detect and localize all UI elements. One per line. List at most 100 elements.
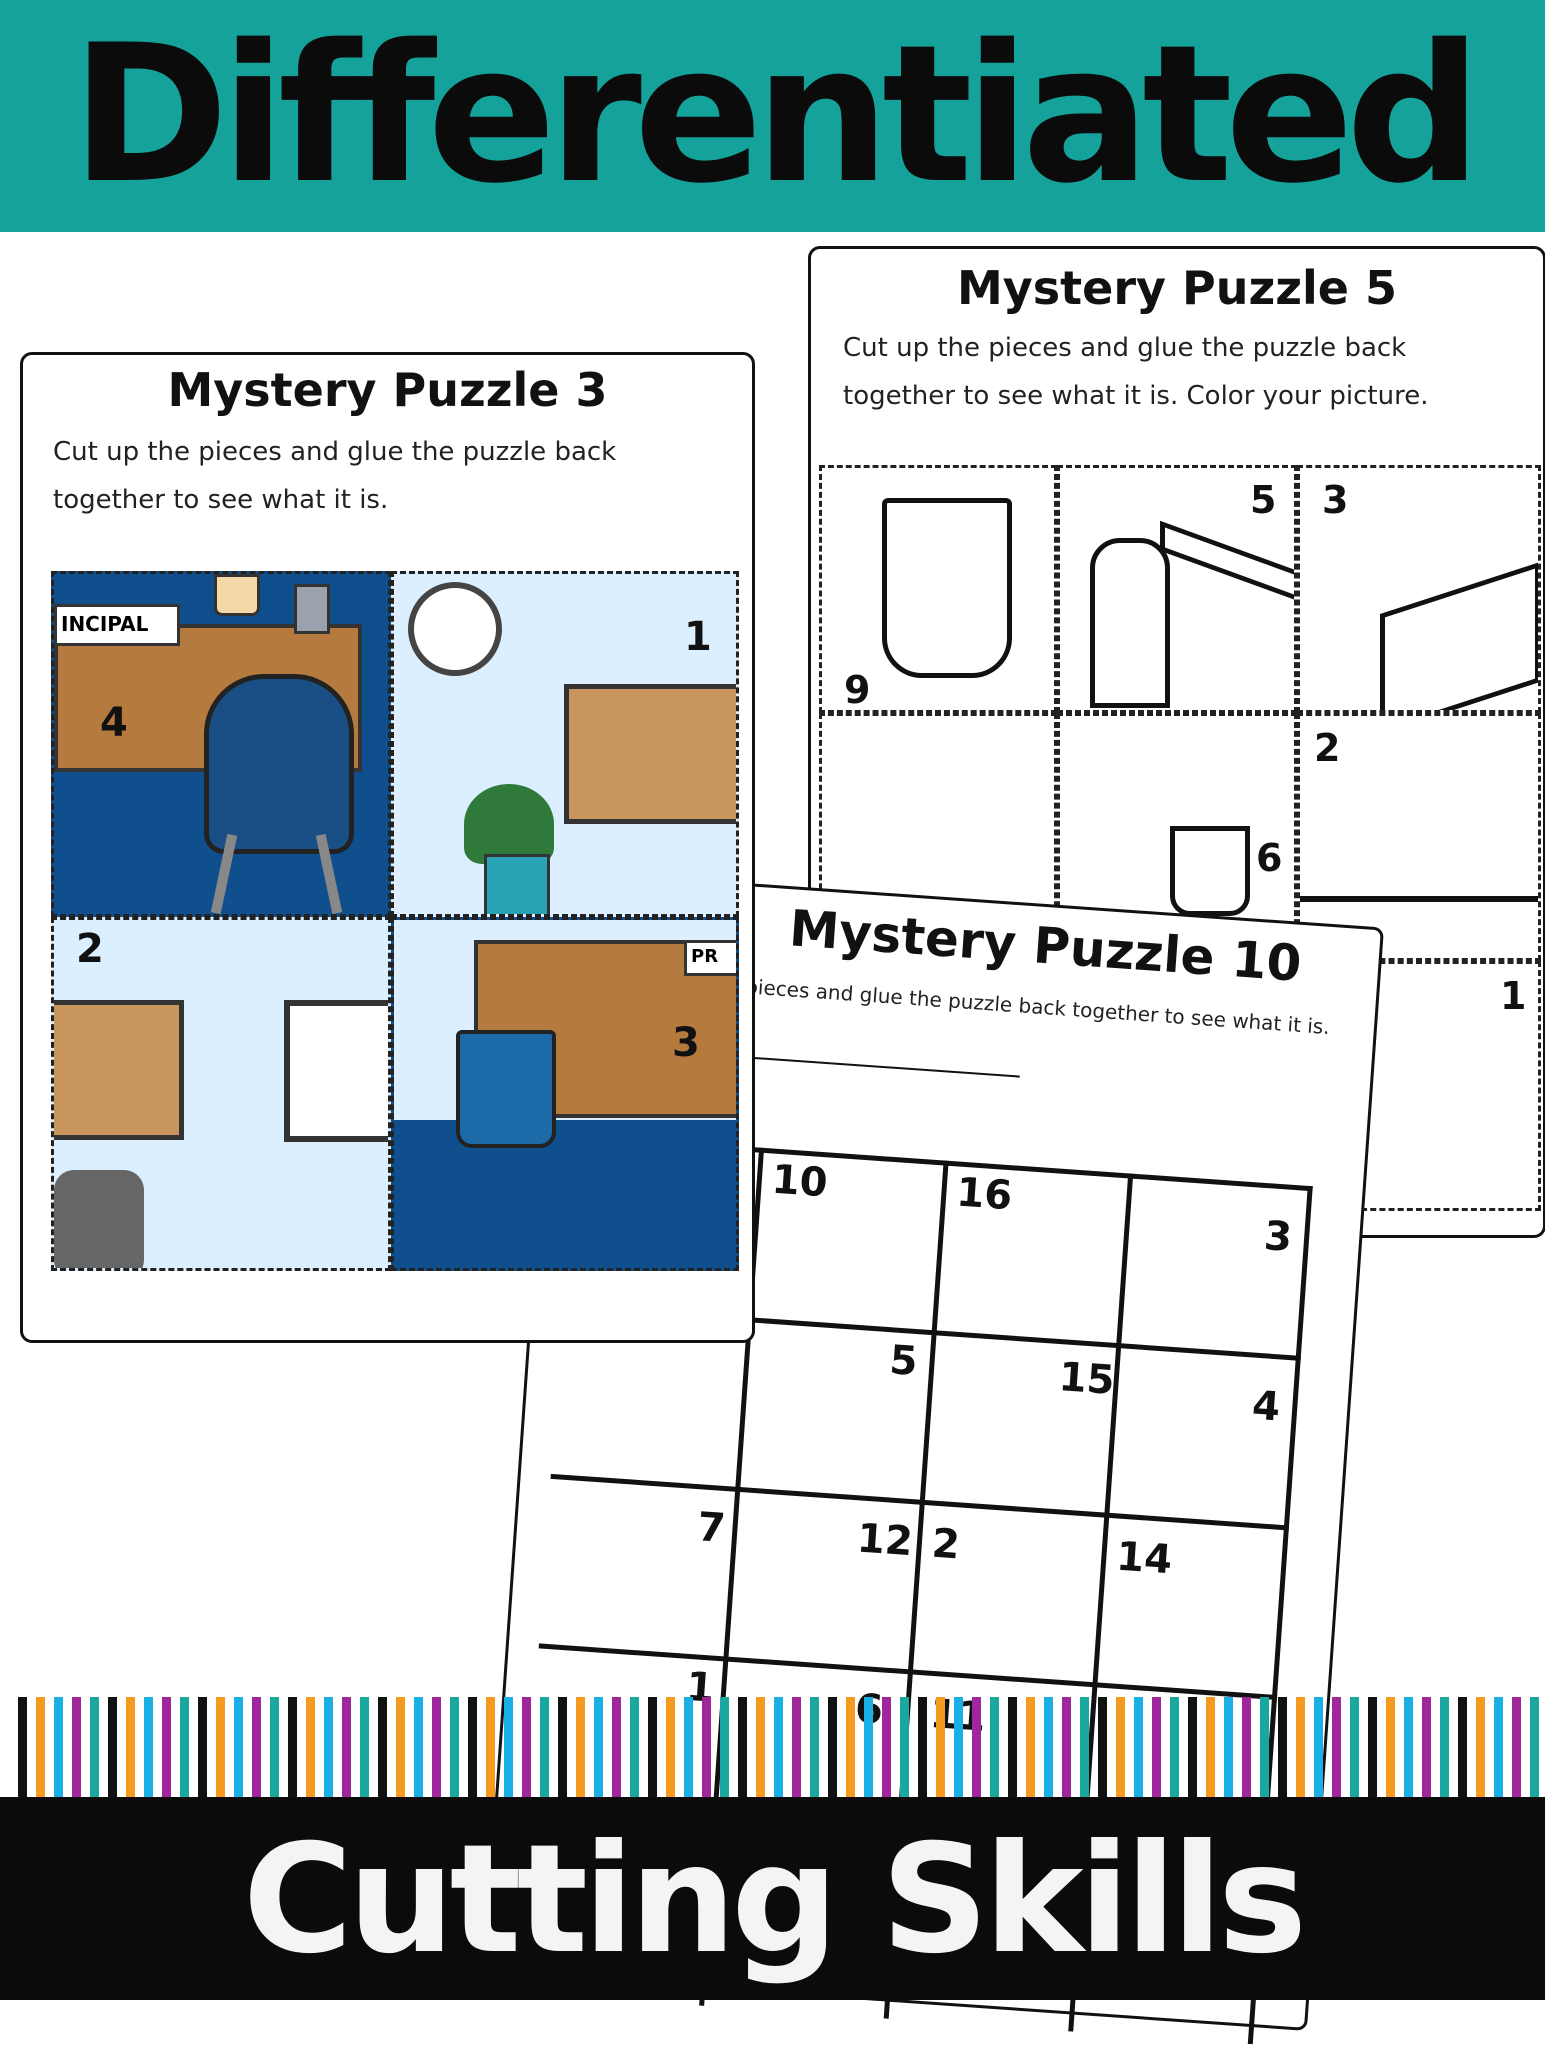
stripe xyxy=(252,1697,261,1797)
grid-number: 10 xyxy=(770,1156,830,1207)
stripe xyxy=(1368,1697,1377,1797)
stripe xyxy=(288,1697,297,1797)
piece-number: 6 xyxy=(1256,836,1283,880)
stripe xyxy=(918,1697,927,1797)
instructions-line-1: Cut up the pieces and glue the puzzle ba… xyxy=(843,333,1407,363)
stripe xyxy=(900,1697,909,1797)
stripe xyxy=(36,1697,45,1797)
instructions-line-2: together to see what it is. Color your p… xyxy=(843,381,1429,411)
banner-title: Differentiated xyxy=(71,4,1482,225)
stripe xyxy=(1350,1697,1359,1797)
name-line xyxy=(730,1055,1020,1078)
stripe xyxy=(144,1697,153,1797)
stripe xyxy=(810,1697,819,1797)
shelf-icon xyxy=(1300,896,1538,902)
stripe xyxy=(216,1697,225,1797)
stripe xyxy=(936,1697,945,1797)
stripe xyxy=(306,1697,315,1797)
stripe xyxy=(792,1697,801,1797)
stripe xyxy=(1152,1697,1161,1797)
grid-number: 14 xyxy=(1114,1533,1174,1584)
puzzle-piece: 3 xyxy=(1297,465,1541,713)
bulletin-board-icon xyxy=(1380,562,1538,710)
stripe xyxy=(378,1697,387,1797)
nameplate: INCIPAL xyxy=(54,604,180,646)
stripe xyxy=(1458,1697,1467,1797)
stripe xyxy=(756,1697,765,1797)
stripe xyxy=(1116,1697,1125,1797)
mug-icon xyxy=(214,574,260,616)
chair-icon xyxy=(1090,538,1170,708)
stripe xyxy=(972,1697,981,1797)
stripe xyxy=(630,1697,639,1797)
chair-icon xyxy=(204,674,354,854)
stripe xyxy=(738,1697,747,1797)
stripe xyxy=(126,1697,135,1797)
stripe xyxy=(1386,1697,1395,1797)
stripe xyxy=(1188,1697,1197,1797)
puzzle-title: Mystery Puzzle 5 xyxy=(956,261,1397,315)
stripe xyxy=(396,1697,405,1797)
stripe xyxy=(1314,1697,1323,1797)
stripe xyxy=(1512,1697,1521,1797)
puzzle-piece: 5 xyxy=(1057,465,1297,713)
stripe xyxy=(558,1697,567,1797)
stripe xyxy=(1008,1697,1017,1797)
piece-number: 3 xyxy=(1322,478,1349,522)
puzzle-card-3: Mystery Puzzle 3 Cut up the pieces and g… xyxy=(20,352,755,1343)
stripe xyxy=(1440,1697,1449,1797)
piece-number: 2 xyxy=(1314,726,1341,770)
stripe xyxy=(702,1697,711,1797)
stripe xyxy=(342,1697,351,1797)
instructions-line-1: Cut up the pieces and glue the puzzle ba… xyxy=(53,437,617,467)
clock-icon xyxy=(408,582,502,676)
stripe xyxy=(360,1697,369,1797)
stripe xyxy=(774,1697,783,1797)
frame-icon xyxy=(284,1000,388,1142)
stripe xyxy=(468,1697,477,1797)
grid-number: 2 xyxy=(930,1520,962,1569)
puzzle-title: Mystery Puzzle 3 xyxy=(167,363,608,417)
stripe xyxy=(72,1697,81,1797)
stripe xyxy=(54,1697,63,1797)
stripe xyxy=(1080,1697,1089,1797)
stripe xyxy=(1044,1697,1053,1797)
stripe xyxy=(1530,1697,1539,1797)
stripe xyxy=(1332,1697,1341,1797)
stripe xyxy=(720,1697,729,1797)
mug-icon xyxy=(1170,826,1250,916)
bulletin-board xyxy=(54,1000,184,1140)
stripe xyxy=(450,1697,459,1797)
piece-number: 1 xyxy=(1500,974,1527,1018)
stripe xyxy=(1026,1697,1035,1797)
bucket-icon xyxy=(882,498,1012,678)
puzzle-piece: 9 xyxy=(819,465,1057,713)
nameplate: PR xyxy=(684,940,736,976)
bulletin-board xyxy=(564,684,736,824)
piece-number: 4 xyxy=(100,700,128,746)
stripe xyxy=(486,1697,495,1797)
stripe xyxy=(990,1697,999,1797)
stripe xyxy=(540,1697,549,1797)
stripe xyxy=(1476,1697,1485,1797)
desk-icon xyxy=(1160,520,1294,606)
stripe xyxy=(162,1697,171,1797)
piece-number: 3 xyxy=(672,1020,700,1066)
instructions-line-2: together to see what it is. xyxy=(53,485,389,515)
stripe xyxy=(90,1697,99,1797)
stripe xyxy=(1170,1697,1179,1797)
grid-number: 16 xyxy=(954,1169,1014,1220)
grid-number: 3 xyxy=(1262,1213,1294,1261)
stripe xyxy=(180,1697,189,1797)
piece-number: 9 xyxy=(844,668,871,712)
piece-number: 2 xyxy=(76,926,104,972)
nameplate-text: PR xyxy=(691,946,719,967)
stripe xyxy=(234,1697,243,1797)
grid-number: 7 xyxy=(695,1504,727,1553)
stripe xyxy=(954,1697,963,1797)
grid-number: 15 xyxy=(1057,1354,1116,1404)
stripe xyxy=(522,1697,531,1797)
stripe xyxy=(1206,1697,1215,1797)
stripe xyxy=(1278,1697,1287,1797)
stripe xyxy=(1242,1697,1251,1797)
